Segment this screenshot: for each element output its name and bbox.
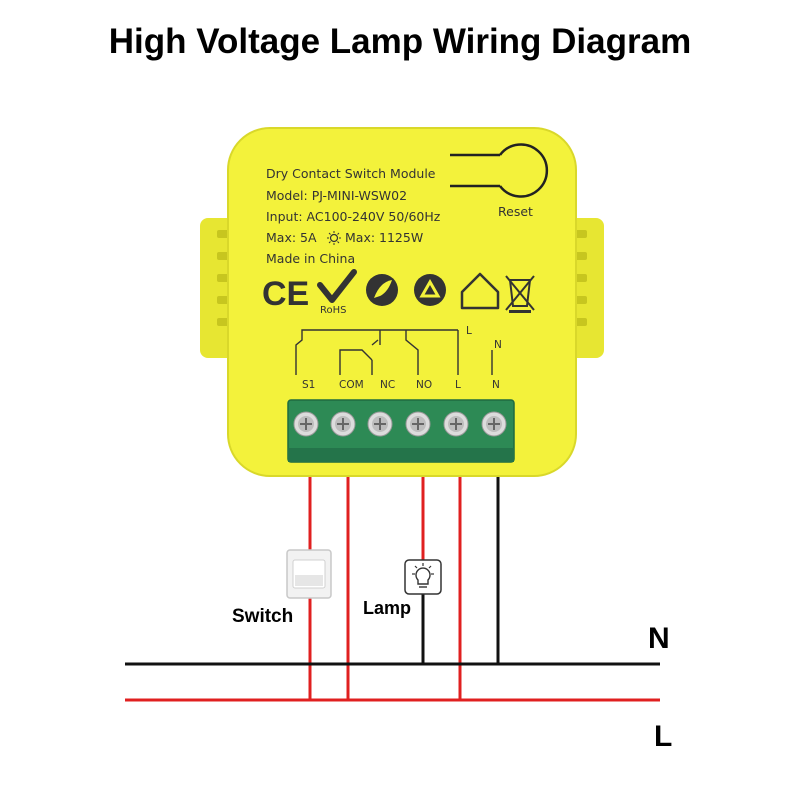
recycle-icon [414,274,446,306]
wall-switch-icon [286,549,332,599]
terminal-screws [293,411,507,437]
module-line-5: Max: 1125W [345,230,423,245]
internal-schematic [295,329,493,375]
screw-icon [293,411,319,437]
terminal-label-l: L [455,379,461,391]
green-dot-icon [366,274,398,306]
wires [125,465,660,702]
module-line-1: Dry Contact Switch Module [266,166,436,181]
module-line-6: Made in China [266,251,355,266]
reset-label: Reset [498,204,533,219]
screw-icon [443,411,469,437]
page-title: High Voltage Lamp Wiring Diagram [108,22,692,61]
rohs-check-icon: RoHS [317,269,357,316]
screw-icon [367,411,393,437]
screw-icon [330,411,356,437]
terminal-label-com: COM [339,379,364,391]
module-line-2: Model: PJ-MINI-WSW02 [266,188,407,203]
l-marker: L [466,325,472,337]
terminal-label-nc: NC [380,379,395,391]
n-marker: N [494,339,502,351]
module-body [227,127,577,477]
reset-button[interactable] [450,143,549,198]
module-line-3: Input: AC100-240V 50/60Hz [266,209,441,224]
indoor-use-icon [460,272,500,310]
sun-icon [327,231,341,245]
lamp-label: Lamp [363,598,411,618]
l-line-label: L [654,720,672,753]
terminal-label-no: NO [416,379,432,391]
n-line-label: N [648,622,670,655]
terminal-labels: S1 COM NC NO L N [302,379,500,391]
screw-icon [405,411,431,437]
terminal-label-s1: S1 [302,379,315,391]
switch-label: Switch [232,606,293,627]
lamp-icon [404,559,442,595]
terminal-block [287,399,515,463]
ce-mark-icon: CE [262,275,309,313]
weee-bin-icon [505,275,535,313]
certification-icons: CE RoHS [262,269,535,316]
module-line-4: Max: 5A [266,230,317,245]
terminal-label-n: N [492,379,500,391]
rohs-label: RoHS [320,305,346,316]
screw-icon [481,411,507,437]
